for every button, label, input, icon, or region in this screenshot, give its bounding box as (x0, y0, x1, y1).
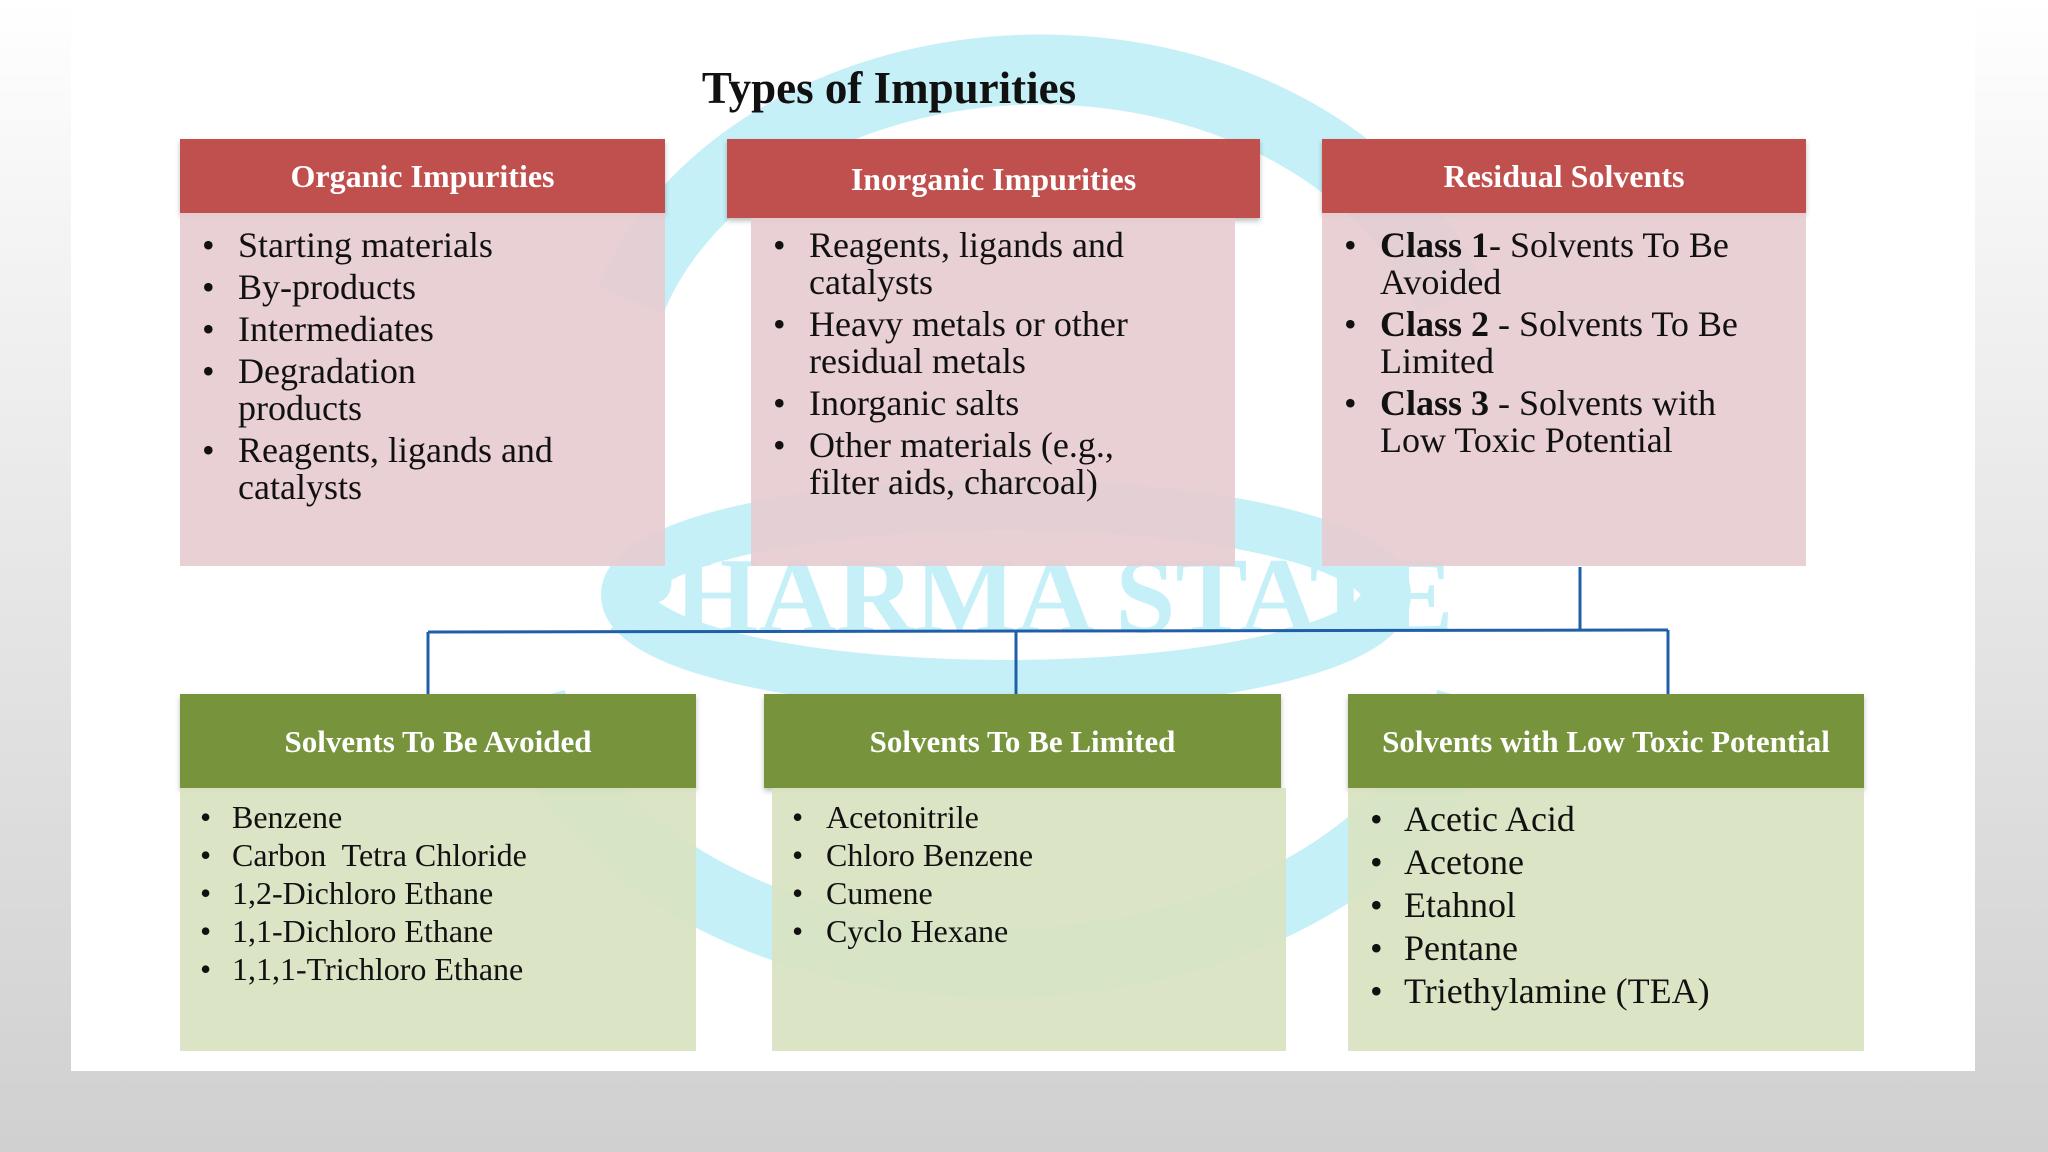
list-item: •Heavy metals or other residual metals (773, 304, 1128, 381)
solvents-limited-body: •Acetonitrile •Chloro Benzene •Cumene •C… (772, 788, 1286, 1051)
solvents-limited-header: Solvents To Be Limited (764, 694, 1281, 788)
list-item: •Class 3 - Solvents with Low Toxic Poten… (1344, 383, 1717, 460)
list-item: •Reagents, ligands and catalysts (773, 225, 1124, 302)
list-item: •Class 2 - Solvents To Be Limited (1344, 304, 1738, 381)
list-item: •Acetonitrile (792, 799, 979, 835)
list-item: •Other materials (e.g., filter aids, cha… (773, 425, 1114, 502)
inorganic-impurities-body: •Reagents, ligands and catalysts •Heavy … (751, 218, 1235, 566)
page-title: Types of Impurities (701, 63, 1077, 113)
list-item: •Etahnol (1370, 885, 1516, 925)
inorganic-impurities-header: Inorganic Impurities (727, 139, 1260, 218)
list-item: •Class 1- Solvents To Be Avoided (1344, 225, 1729, 302)
list-item: •Cumene (792, 875, 933, 911)
list-item: •Carbon Tetra Chloride (200, 837, 527, 873)
list-item: •1,2-Dichloro Ethane (200, 875, 494, 911)
solvents-avoided-list: •Benzene •Carbon Tetra Chloride •1,2-Dic… (180, 798, 696, 988)
list-item: •Reagents, ligands and catalysts (202, 430, 553, 507)
list-item: •By-products (202, 267, 416, 307)
list-item: •Pentane (1370, 928, 1518, 968)
solvents-low-toxic-header: Solvents with Low Toxic Potential (1348, 694, 1864, 788)
residual-solvents-header: Residual Solvents (1322, 139, 1806, 213)
list-item: •Cyclo Hexane (792, 913, 1009, 949)
solvents-limited-list: •Acetonitrile •Chloro Benzene •Cumene •C… (772, 798, 1286, 950)
list-item: •Degradation products (202, 351, 416, 428)
list-item: •Acetone (1370, 842, 1524, 882)
organic-impurities-header: Organic Impurities (180, 139, 665, 213)
residual-solvents-body: •Class 1- Solvents To Be Avoided •Class … (1322, 213, 1806, 566)
list-item: •Triethylamine (TEA) (1370, 971, 1710, 1011)
list-item: •1,1,1-Trichloro Ethane (200, 951, 524, 987)
list-item: •Acetic Acid (1370, 799, 1575, 839)
solvents-avoided-header: Solvents To Be Avoided (180, 694, 696, 788)
list-item: •Starting materials (202, 225, 493, 265)
list-item: •1,1-Dichloro Ethane (200, 913, 494, 949)
list-item: •Benzene (200, 799, 343, 835)
residual-solvents-list: •Class 1- Solvents To Be Avoided •Class … (1322, 227, 1788, 459)
solvents-low-toxic-body: •Acetic Acid •Acetone •Etahnol •Pentane … (1348, 788, 1864, 1051)
organic-impurities-body: •Starting materials •By-products •Interm… (180, 213, 665, 566)
list-item: •Intermediates (202, 309, 434, 349)
solvents-low-toxic-list: •Acetic Acid •Acetone •Etahnol •Pentane … (1348, 798, 1864, 1013)
organic-impurities-list: •Starting materials •By-products •Interm… (180, 227, 645, 506)
list-item: •Chloro Benzene (792, 837, 1034, 873)
list-item: •Inorganic salts (773, 383, 1020, 423)
solvents-avoided-body: •Benzene •Carbon Tetra Chloride •1,2-Dic… (180, 788, 696, 1051)
connector-horizontal (427, 628, 1669, 634)
connector-lines (426, 567, 1670, 694)
inorganic-impurities-list: •Reagents, ligands and catalysts •Heavy … (751, 227, 1219, 501)
